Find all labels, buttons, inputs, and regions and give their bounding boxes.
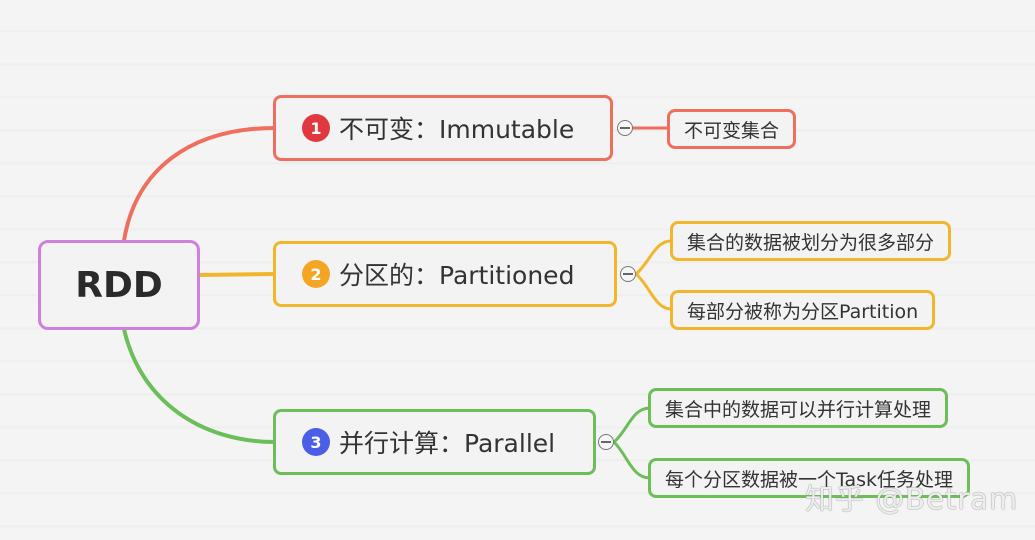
topic-label: 分区的：Partitioned xyxy=(339,261,575,290)
connector-root-topic-2 xyxy=(199,272,276,277)
subtopic-label: 每部分被称为分区Partition xyxy=(687,300,919,323)
connector-topic-3-child-2 xyxy=(612,440,651,480)
subtopic-node[interactable]: 集合中的数据可以并行计算处理 xyxy=(648,388,949,428)
subtopic-label: 不可变集合 xyxy=(684,119,780,142)
topic-node-parallel[interactable]: 3 并行计算：Parallel xyxy=(273,409,596,475)
subtopic-label: 集合的数据被划分为很多部分 xyxy=(687,231,935,254)
subtopic-node[interactable]: 每个分区数据被一个Task任务处理 xyxy=(648,458,971,498)
subtopic-label: 每个分区数据被一个Task任务处理 xyxy=(665,468,954,491)
watermark: 知乎 @Betram xyxy=(805,482,1019,516)
connector-root-topic-3 xyxy=(122,328,276,444)
subtopic-node[interactable]: 每部分被称为分区Partition xyxy=(670,290,936,330)
root-node[interactable]: RDD xyxy=(38,240,200,330)
number-badge-2: 2 xyxy=(302,260,330,288)
subtopic-label: 集合中的数据可以并行计算处理 xyxy=(665,398,932,421)
connector-topic-2-child-2 xyxy=(634,272,672,311)
connector-topic-3-child-1 xyxy=(612,406,651,444)
number-badge-3: 3 xyxy=(302,428,330,456)
number-badge-1: 1 xyxy=(302,114,330,142)
collapse-toggle-icon[interactable] xyxy=(620,266,636,282)
topic-label: 不可变：Immutable xyxy=(339,115,575,144)
root-label: RDD xyxy=(75,264,163,306)
connector-topic-2-child-1 xyxy=(634,239,672,276)
subtopic-node[interactable]: 集合的数据被划分为很多部分 xyxy=(670,221,952,261)
subtopic-node[interactable]: 不可变集合 xyxy=(667,109,797,149)
topic-node-partitioned[interactable]: 2 分区的：Partitioned xyxy=(273,241,617,307)
collapse-toggle-icon[interactable] xyxy=(617,120,633,136)
topic-node-immutable[interactable]: 1 不可变：Immutable xyxy=(273,95,613,161)
topic-label: 并行计算：Parallel xyxy=(339,429,556,458)
connector-root-topic-1 xyxy=(122,126,276,242)
collapse-toggle-icon[interactable] xyxy=(598,434,614,450)
